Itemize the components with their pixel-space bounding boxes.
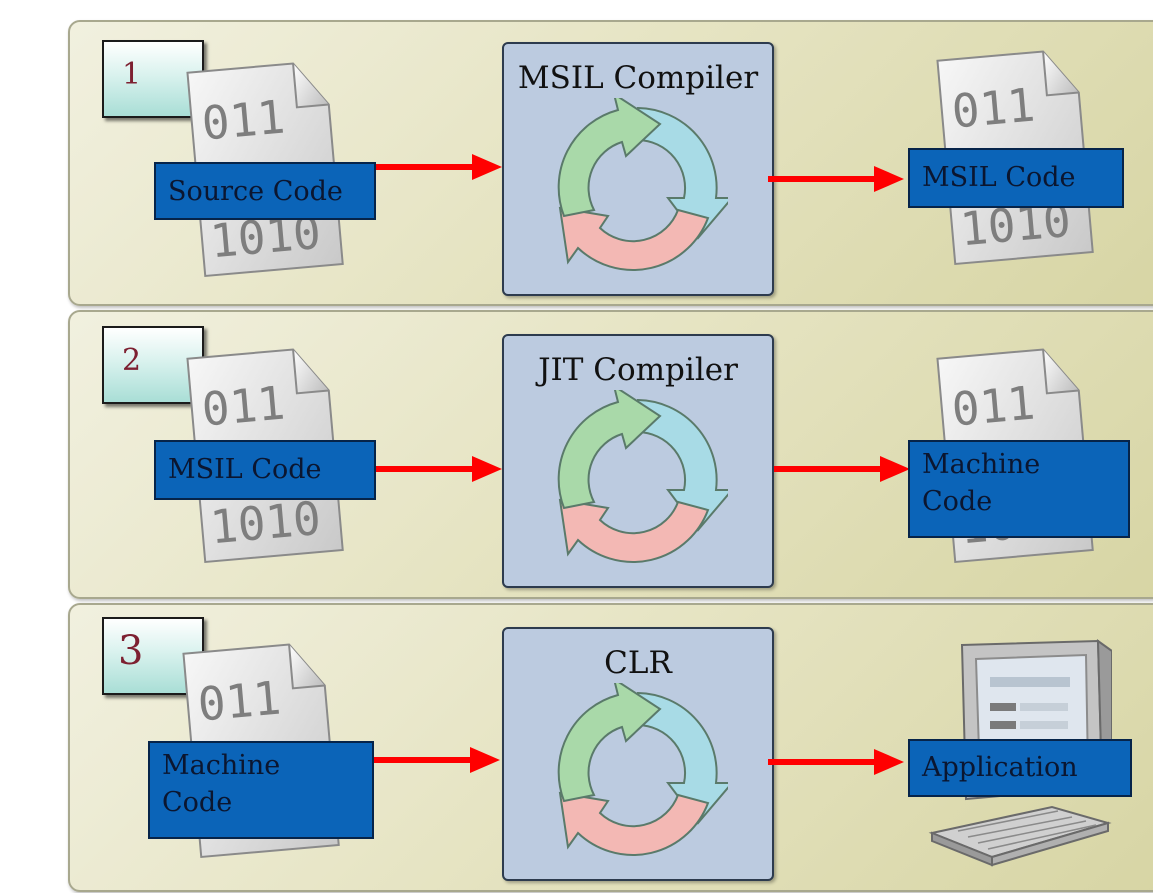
msil-compiler-box: MSIL Compiler	[502, 42, 774, 296]
msil-code-label: MSIL Code	[154, 440, 376, 500]
stage-number: 2	[122, 343, 142, 378]
flow-arrow	[376, 154, 502, 180]
clr-box: CLR	[502, 627, 774, 881]
doc-binary-top: 011	[200, 90, 287, 151]
flow-arrow	[376, 456, 502, 482]
doc-binary-top: 011	[950, 78, 1037, 139]
stage-number-badge: 1	[102, 40, 204, 118]
compiler-title: JIT Compiler	[538, 352, 738, 388]
flow-arrow	[768, 166, 904, 192]
doc-binary-top: 011	[950, 376, 1037, 437]
msil-code-document-icon: 011 1010	[936, 50, 1094, 266]
flow-arrow	[774, 456, 910, 482]
compiler-title: CLR	[604, 645, 672, 681]
doc-binary-top: 011	[196, 671, 283, 732]
cycle-arrows-icon	[557, 390, 728, 563]
compiler-title: MSIL Compiler	[517, 60, 759, 96]
stage-1-panel: 1 011 1010 Source Code MSIL Compiler	[68, 20, 1153, 306]
doc-binary-bottom: 1010	[208, 491, 323, 554]
machine-code-label: Machine Code	[908, 440, 1130, 538]
application-label: Application	[908, 739, 1132, 797]
stage-2-panel: 2 011 1010 MSIL Code JIT Compiler	[68, 310, 1153, 599]
msil-code-label: MSIL Code	[908, 148, 1124, 208]
doc-binary-top: 011	[200, 376, 287, 437]
stage-number: 1	[122, 57, 142, 92]
cycle-arrows-icon	[557, 98, 728, 271]
flow-arrow	[768, 749, 904, 775]
stage-3-panel: 3 011 Machine Code CLR	[68, 603, 1153, 892]
source-code-label: Source Code	[154, 162, 376, 220]
stage-number: 3	[118, 628, 144, 674]
machine-code-label: Machine Code	[148, 741, 374, 839]
flow-arrow	[374, 747, 500, 773]
jit-compiler-box: JIT Compiler	[502, 334, 774, 588]
cycle-arrows-icon	[557, 683, 728, 856]
